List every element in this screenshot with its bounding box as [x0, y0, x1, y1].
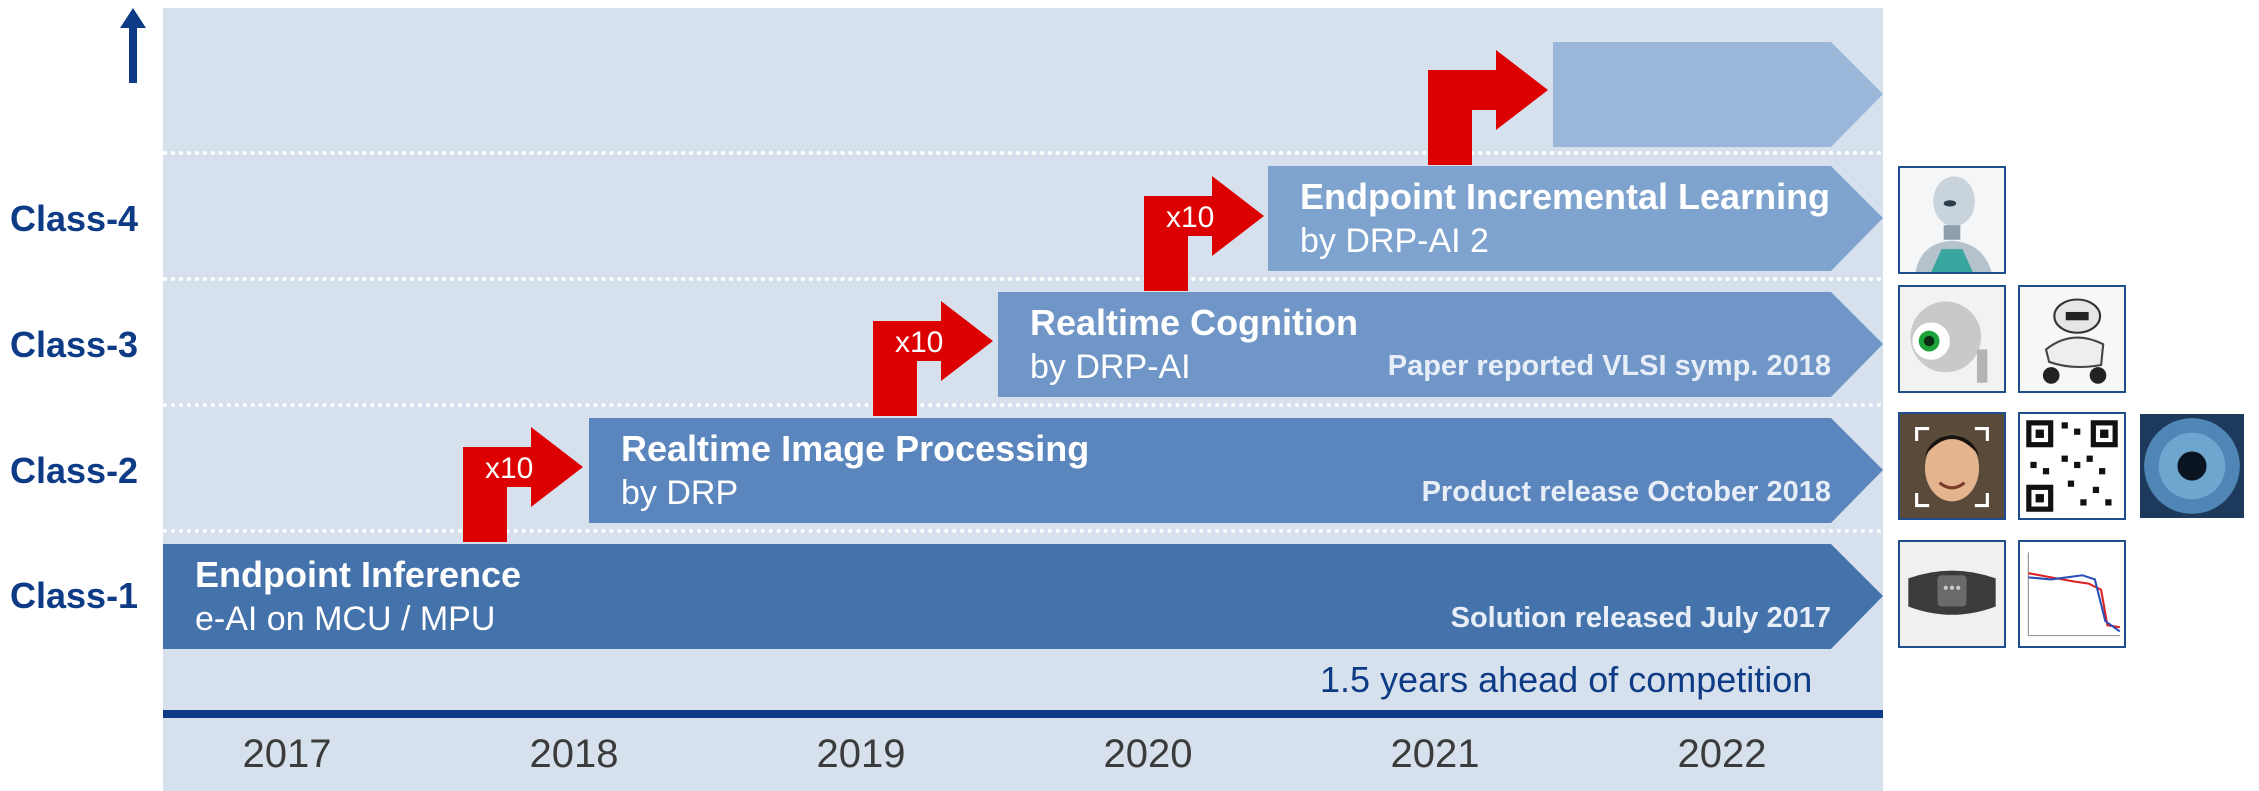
class-2-band: Realtime Image Processing by DRP Product… — [589, 418, 1883, 523]
class-1-band: Endpoint Inference e-AI on MCU / MPU Sol… — [163, 544, 1883, 649]
class-1-title: Endpoint Inference — [195, 554, 522, 595]
future-band — [1553, 42, 1883, 147]
class-4-title: Endpoint Incremental Learning — [1300, 176, 1831, 217]
toy-robot-icon — [2018, 285, 2126, 393]
face-detection-icon — [1898, 412, 2006, 520]
year-label: 2017 — [242, 732, 332, 776]
wristband-icon — [1898, 540, 2006, 648]
robot-eye-icon — [1898, 285, 2006, 393]
class-2-title: Realtime Image Processing — [621, 428, 1090, 469]
step-arrow-icon — [463, 427, 583, 542]
class-3-note: Paper reported VLSI symp. 2018 — [1387, 350, 1831, 382]
row-divider — [163, 277, 1883, 281]
line-graph-icon — [2018, 540, 2126, 648]
step-arrow-icon — [1144, 176, 1264, 291]
class-2-label: Class-2 — [10, 450, 139, 491]
step-arrow-icon — [1428, 50, 1548, 165]
band-arrow-shape — [589, 418, 1883, 523]
class-1-note: Solution released July 2017 — [1450, 602, 1831, 634]
class-3-subtitle: by DRP-AI — [1030, 348, 1191, 386]
ahead-of-competition-note: 1.5 years ahead of competition — [1320, 659, 1813, 700]
year-label: 2019 — [816, 732, 906, 776]
class-3-band: Realtime Cognition by DRP-AI Paper repor… — [998, 292, 1883, 397]
step-arrow-top — [1428, 50, 1548, 170]
x10-step-arrow: x10 — [463, 427, 583, 547]
row-divider — [163, 403, 1883, 407]
x10-label: x10 — [485, 452, 534, 485]
iris-icon — [2138, 412, 2246, 520]
x10-label: x10 — [1166, 201, 1215, 234]
class-4-band: Endpoint Incremental Learning by DRP-AI … — [1268, 166, 1883, 271]
class-4-subtitle: by DRP-AI 2 — [1300, 222, 1489, 260]
timeline-axis — [163, 710, 1883, 718]
row-divider — [163, 151, 1883, 155]
year-label: 2022 — [1677, 732, 1767, 776]
class-1-label: Class-1 — [10, 575, 139, 616]
class-2-subtitle: by DRP — [621, 474, 739, 512]
x10-step-arrow: x10 — [873, 301, 993, 421]
up-arrow-icon — [120, 8, 146, 83]
band-arrow-shape — [163, 544, 1883, 649]
year-label: 2020 — [1103, 732, 1193, 776]
step-arrow-icon — [873, 301, 993, 416]
class-2-note: Product release October 2018 — [1421, 476, 1831, 508]
row-divider — [163, 529, 1883, 533]
year-label: 2021 — [1390, 732, 1480, 776]
year-label: 2018 — [529, 732, 619, 776]
x10-label: x10 — [895, 326, 944, 359]
class-4-label: Class-4 — [10, 198, 139, 239]
band-arrow-shape — [998, 292, 1883, 397]
qr-code-icon — [2018, 412, 2126, 520]
robot-head-icon — [1898, 166, 2006, 274]
x10-step-arrow: x10 — [1144, 176, 1264, 296]
class-1-subtitle: e-AI on MCU / MPU — [195, 600, 496, 638]
band-arrow-shape — [1268, 166, 1883, 271]
class-3-label: Class-3 — [10, 324, 139, 365]
class-3-title: Realtime Cognition — [1030, 302, 1359, 343]
